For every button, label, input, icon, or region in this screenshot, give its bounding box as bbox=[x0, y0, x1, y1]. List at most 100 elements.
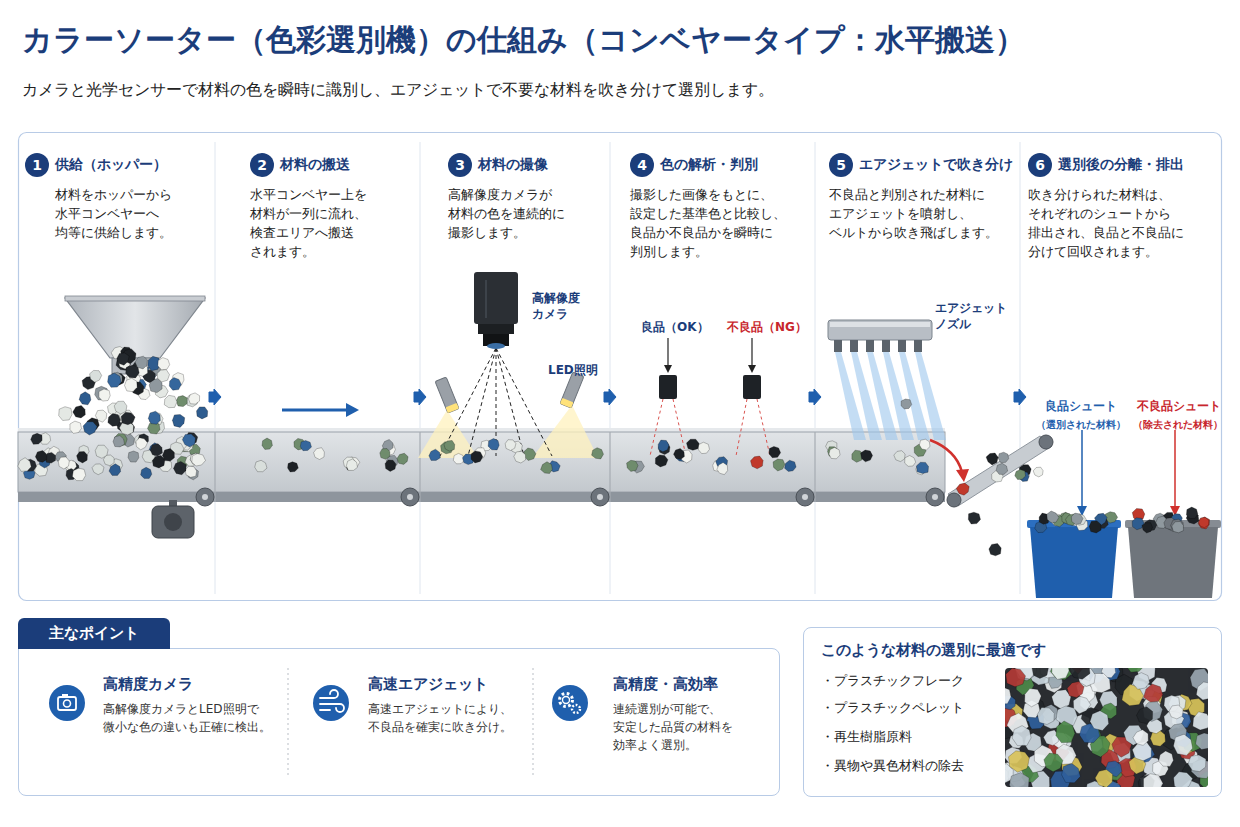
pellet bbox=[197, 407, 208, 419]
pellet bbox=[117, 353, 129, 365]
pellet bbox=[1137, 707, 1153, 724]
pellet bbox=[699, 442, 710, 453]
pellet bbox=[192, 454, 206, 466]
pellet bbox=[785, 460, 797, 471]
step-number-text: 5 bbox=[829, 153, 853, 177]
pellet bbox=[163, 449, 175, 462]
pellet bbox=[655, 455, 668, 467]
column-divider bbox=[420, 142, 421, 594]
pellet bbox=[1005, 687, 1011, 704]
flow-arrow bbox=[414, 389, 426, 405]
pellet bbox=[59, 407, 72, 421]
main-panel bbox=[19, 133, 1222, 601]
pellet bbox=[125, 378, 138, 392]
roller bbox=[926, 488, 944, 506]
step-number-text: 2 bbox=[250, 153, 274, 177]
pellet bbox=[956, 483, 969, 495]
roller bbox=[947, 493, 961, 507]
pellet bbox=[1069, 668, 1090, 679]
pellet bbox=[861, 450, 873, 462]
roller-axle bbox=[202, 494, 208, 500]
gear-icon bbox=[560, 694, 573, 707]
pellet bbox=[79, 392, 91, 405]
nozzle bbox=[850, 340, 858, 352]
point-heading: 高精度カメラ bbox=[103, 674, 193, 696]
motor bbox=[152, 506, 194, 538]
belt-joint bbox=[814, 432, 815, 502]
pellet bbox=[380, 449, 390, 460]
pellet bbox=[99, 389, 110, 401]
gear-icon-bg bbox=[552, 685, 588, 721]
camera-view-line bbox=[440, 348, 496, 456]
step-panel: エアジェットで吹き分け不良品と判別された材料に エアジェットを噴射し、 ベルトか… bbox=[821, 140, 1014, 595]
point-body: 高速エアジェットにより、 不良品を確実に吹き分け。 bbox=[368, 700, 533, 736]
step-heading: 材料の撮像 bbox=[478, 154, 548, 174]
step-number: 1 bbox=[25, 153, 49, 177]
pellet bbox=[687, 439, 700, 450]
pellet bbox=[751, 456, 764, 469]
materials-item: ・プラスチックペレット bbox=[821, 699, 964, 718]
camera-icon bbox=[62, 694, 68, 697]
step-panel: 色の解析・判別撮影した画像をもとに、 設定した基準色と比較し、 良品か不良品かを… bbox=[616, 140, 809, 595]
pellet bbox=[128, 451, 139, 462]
led-light bbox=[435, 377, 459, 413]
pellet bbox=[135, 356, 147, 369]
pellet bbox=[1186, 507, 1197, 518]
pellet bbox=[968, 512, 980, 524]
step-body: 不良品と判別された材料に エアジェットを噴射し、 ベルトから吹き飛ばします。 bbox=[829, 185, 1009, 242]
step-number-text: 4 bbox=[630, 153, 654, 177]
pellet bbox=[627, 460, 638, 471]
pellet bbox=[108, 373, 122, 387]
camera-groove bbox=[485, 280, 487, 318]
led-light bbox=[560, 372, 584, 408]
pellet bbox=[505, 440, 516, 451]
part-label: 不良品（NG） bbox=[727, 319, 815, 335]
pellet bbox=[1062, 763, 1081, 783]
material-photo bbox=[1005, 668, 1208, 787]
optical-sensor bbox=[659, 375, 677, 399]
pellet bbox=[136, 438, 148, 450]
part-label: 高解像度 カメラ bbox=[532, 290, 596, 322]
conveyor-belt bbox=[18, 432, 945, 492]
points-panel: 主なポイント高精度カメラ高解像度カメラとLED照明で 微小な色の違いも正確に検出… bbox=[18, 618, 780, 796]
air-jet-beam bbox=[915, 352, 946, 440]
belt-joint bbox=[419, 432, 420, 502]
step-heading: 色の解析・判別 bbox=[660, 154, 758, 174]
pellet bbox=[996, 463, 1008, 474]
roller-axle bbox=[802, 494, 808, 500]
hopper-rim bbox=[65, 296, 205, 301]
title: カラーソーター（色彩選別機）の仕組み（コンベヤータイプ：水平搬送） bbox=[22, 18, 1025, 62]
roller bbox=[591, 488, 609, 506]
roller-axle bbox=[932, 494, 938, 500]
wind-icon bbox=[320, 690, 338, 698]
pellet bbox=[262, 438, 272, 449]
pellet bbox=[1012, 726, 1031, 746]
camera-body bbox=[474, 272, 518, 324]
pellet bbox=[1032, 668, 1048, 678]
pellet bbox=[1037, 708, 1054, 725]
pellet bbox=[1050, 668, 1071, 680]
part-label: （選別された材料） bbox=[1036, 418, 1136, 432]
pellet bbox=[108, 414, 121, 427]
pellet bbox=[986, 453, 998, 465]
pellet bbox=[658, 440, 669, 452]
pellet bbox=[1133, 673, 1150, 690]
step-number: 5 bbox=[829, 153, 853, 177]
pellet bbox=[1193, 712, 1208, 730]
pellet bbox=[998, 452, 1008, 463]
column-divider bbox=[815, 142, 816, 594]
point-body: 連続選別が可能で、 安定した品質の材料を 効率よく選別。 bbox=[613, 700, 778, 754]
pellet bbox=[769, 446, 781, 457]
pellet bbox=[1171, 519, 1184, 532]
pellet bbox=[1174, 734, 1193, 755]
pellet bbox=[1144, 774, 1163, 787]
led-glow bbox=[532, 405, 598, 458]
step-heading: 供給（ホッパー） bbox=[55, 154, 167, 174]
flow-arrow bbox=[604, 389, 616, 405]
part-label: LED照明 bbox=[548, 362, 612, 378]
pellet bbox=[1172, 521, 1184, 532]
step-body: 撮影した画像をもとに、 設定した基準色と比較し、 良品か不良品かを瞬時に 判別し… bbox=[630, 185, 798, 261]
part-label: エアジェット ノズル bbox=[935, 300, 1020, 332]
pellet bbox=[592, 448, 604, 459]
pellet bbox=[1047, 511, 1059, 523]
